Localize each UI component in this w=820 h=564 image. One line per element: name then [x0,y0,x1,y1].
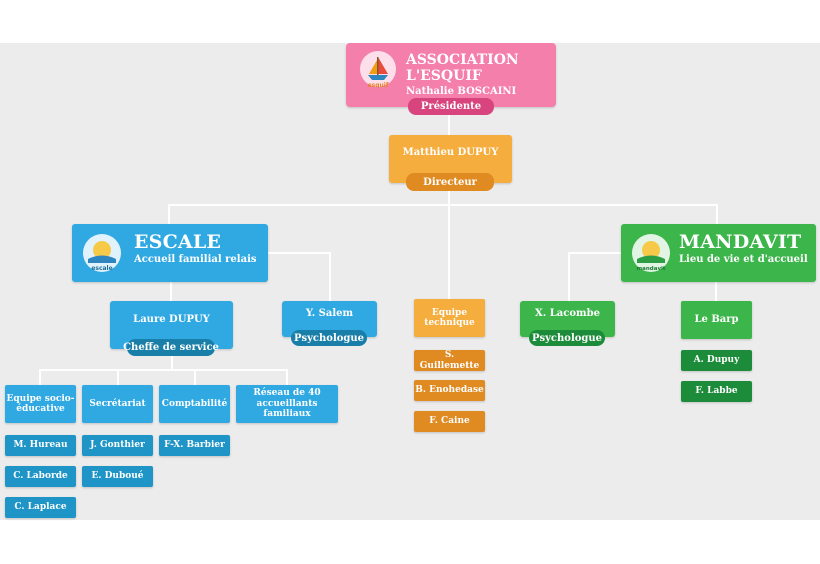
connector [329,252,331,301]
mandavit-box: mandavit MANDAVIT Lieu de vie et d'accue… [621,224,816,282]
connector [39,369,41,385]
mandavit-psychologist-name: X. Lacombe [535,308,600,320]
member-card: C. Laplace [5,497,76,518]
mandavit-title: MANDAVIT [679,231,802,253]
mandavit-psychologist-role-badge: Psychologue [529,330,605,346]
connector [448,183,450,300]
member-card: S. Guillemette [414,350,485,371]
escale-psychologist-role-badge: Psychologue [291,330,367,346]
esquif-boat-logo-icon: esquif [358,49,398,89]
president-org-name: ASSOCIATION L'ESQUIF [406,52,519,85]
svg-text:esquif: esquif [368,82,389,89]
director-name: Matthieu DUPUY [402,147,499,159]
connector [117,369,119,385]
department-comptabilite: Comptabilité [159,385,230,423]
connector [171,356,173,370]
department-reseau-accueillants: Réseau de 40 accueillants familiaux [236,385,338,423]
mandavit-subtitle: Lieu de vie et d'accueil [679,253,808,265]
member-card: F. Labbe [681,381,752,402]
member-card: F. Caine [414,411,485,432]
mandavit-logo-icon: mandavit [630,232,672,274]
escale-logo-icon: escale [81,232,123,274]
connector [39,369,287,371]
technical-team-box: Equipe technique [414,299,485,337]
escale-box: escale ESCALE Accueil familial relais [72,224,268,282]
member-card: C. Laborde [5,466,76,487]
department-secretariat: Secrétariat [82,385,153,423]
connector [268,252,330,254]
mandavit-site-box: Le Barp [681,301,752,339]
connector [568,252,570,301]
svg-text:mandavit: mandavit [636,266,665,272]
escale-subtitle: Accueil familial relais [134,253,257,265]
connector [168,204,718,206]
connector [194,369,196,385]
connector [569,252,621,254]
escale-chief-role-badge: Cheffe de service [123,339,219,356]
connector [168,204,170,224]
escale-psychologist-name: Y. Salem [305,308,354,320]
connector [286,369,288,385]
connector [448,107,450,135]
president-box: esquif ASSOCIATION L'ESQUIF Nathalie BOS… [346,43,556,107]
escale-title: ESCALE [134,231,222,253]
president-role-badge: Présidente [408,98,494,115]
president-name: Nathalie BOSCAINI [406,86,517,98]
member-card: F-X. Barbier [159,435,230,456]
connector [716,204,718,224]
director-role-badge: Directeur [406,173,494,191]
svg-text:escale: escale [91,265,112,272]
member-card: J. Gonthier [82,435,153,456]
member-card: M. Hureau [5,435,76,456]
member-card: E. Duboué [82,466,153,487]
department-socio-educative: Equipe socio-éducative [5,385,76,423]
member-card: B. Enohedase [414,380,485,401]
escale-chief-name: Laure DUPUY [133,314,210,326]
member-card: A. Dupuy [681,350,752,371]
connector [170,282,172,302]
connector [715,282,717,301]
